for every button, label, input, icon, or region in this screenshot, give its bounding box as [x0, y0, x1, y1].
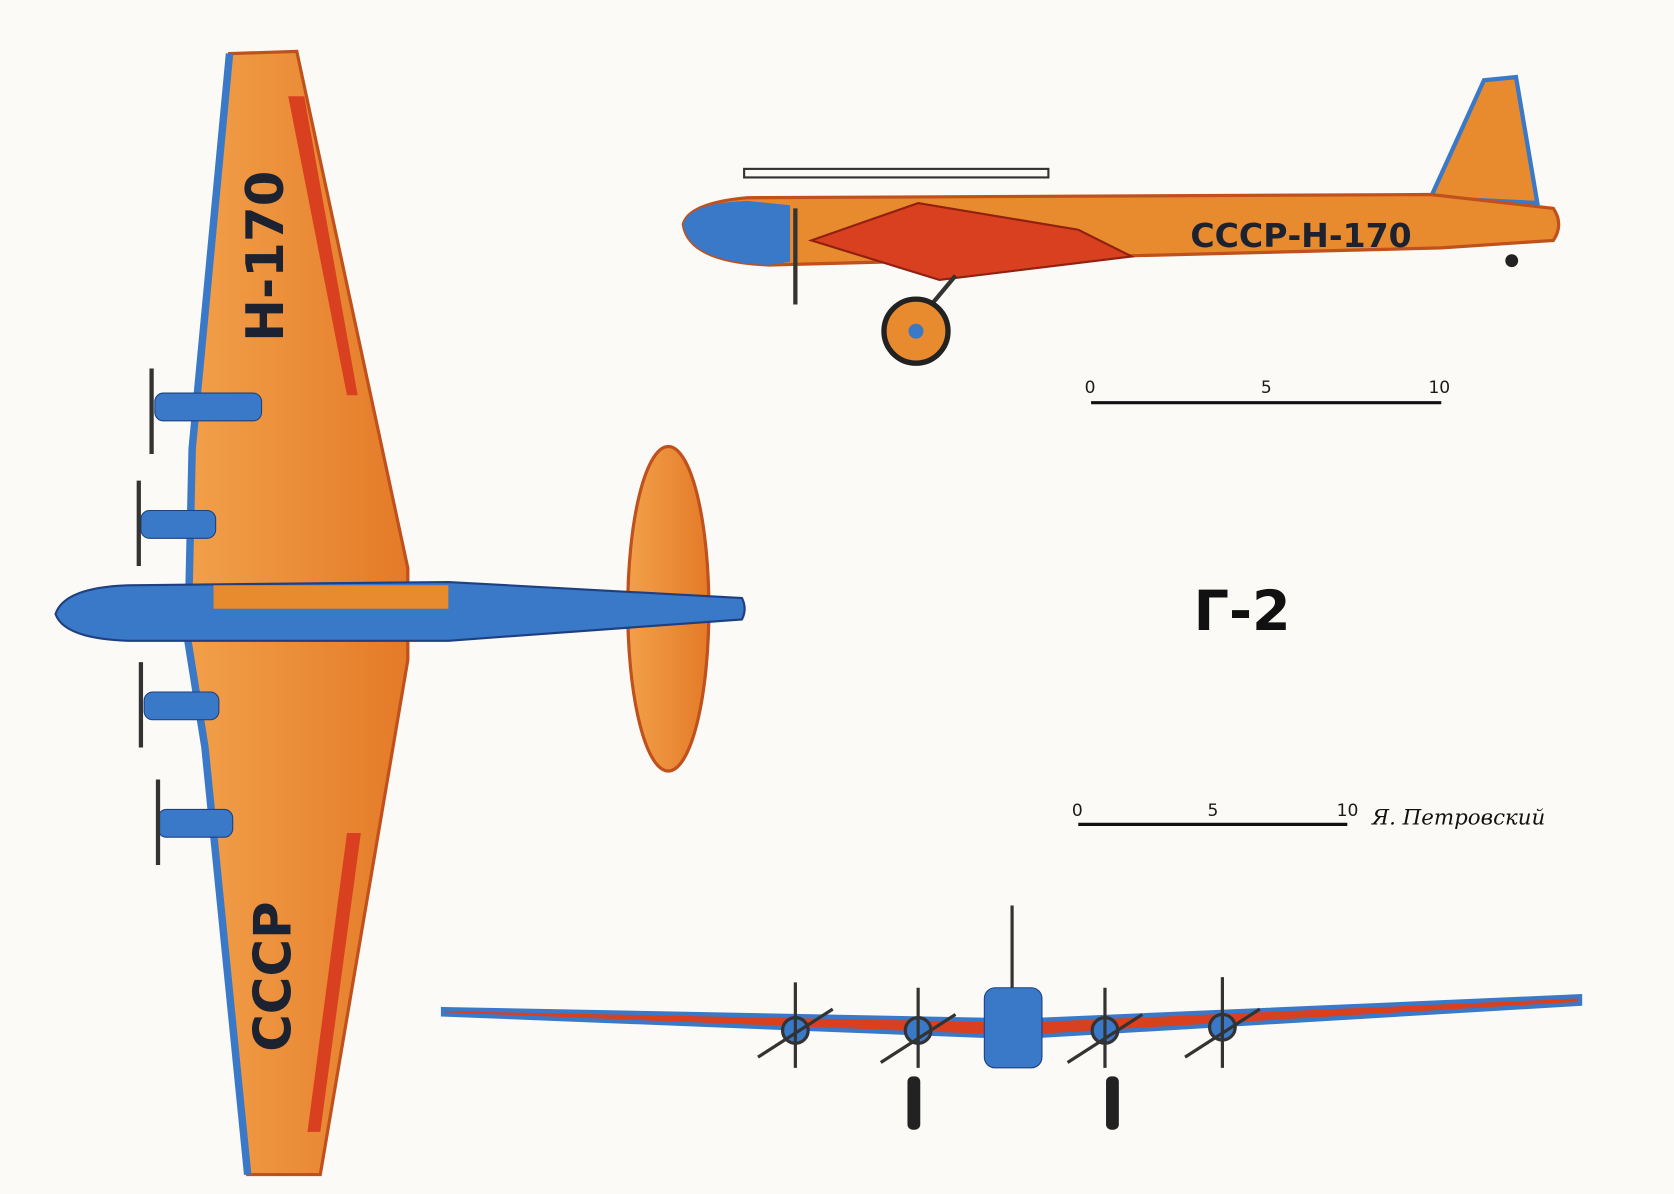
aircraft-title: Г-2	[1194, 579, 1291, 644]
engines-front	[757, 977, 1261, 1068]
engines-top	[140, 392, 263, 838]
artist-signature: Я. Петровский	[1371, 805, 1545, 830]
scale-label: 5	[1207, 801, 1218, 821]
side-view: СССР-Н-170	[681, 74, 1561, 366]
tail-fin	[1427, 74, 1540, 206]
top-view: Н-170 СССР	[54, 49, 746, 1177]
scale-label: 10	[1428, 378, 1450, 398]
aileron-upper	[288, 96, 358, 396]
propeller-icons-top	[136, 368, 161, 865]
scale-label: 0	[1085, 378, 1096, 398]
registration-side: СССР-Н-170	[1190, 216, 1411, 255]
scale-label: 5	[1261, 378, 1272, 398]
scale-bar-front-top: 0 5 10	[1072, 801, 1359, 827]
side-wing	[807, 201, 1136, 282]
scale-bar-side: 0 5 10	[1085, 378, 1450, 405]
wing-marking-lower: СССР	[243, 901, 303, 1051]
scale-label: 10	[1337, 801, 1359, 821]
scale-label: 0	[1072, 801, 1083, 821]
landing-gear-front	[907, 1076, 1119, 1130]
aileron-lower	[307, 832, 361, 1132]
front-view	[440, 905, 1583, 1130]
wing-marking-upper: Н-170	[236, 171, 296, 342]
front-fuselage	[983, 987, 1043, 1069]
